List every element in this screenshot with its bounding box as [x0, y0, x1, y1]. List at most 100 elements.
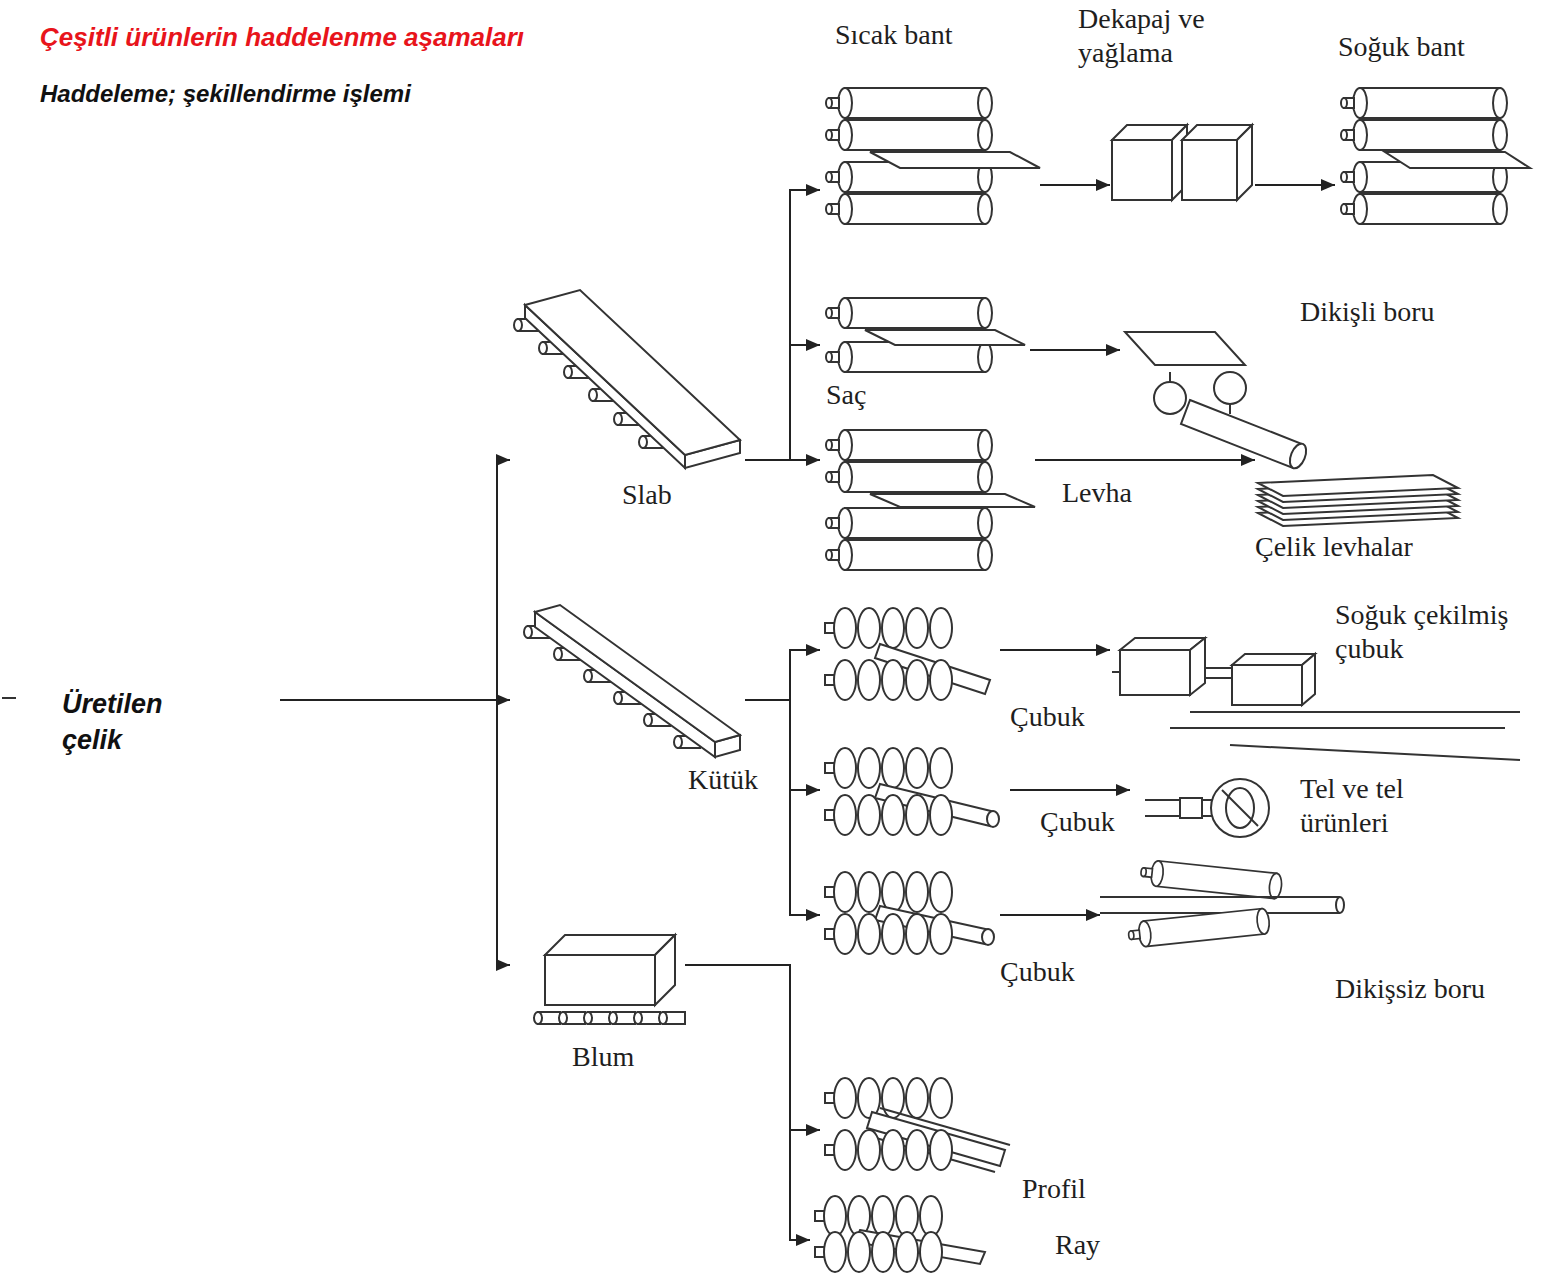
- source-text: Üretilen çelik: [55, 682, 280, 772]
- slab-picture: [514, 290, 740, 468]
- arrow-head: [806, 184, 820, 196]
- stage-label: Saç: [826, 378, 866, 412]
- connector-line: [1010, 789, 1130, 791]
- mill-stage: Sıcak bant: [820, 85, 1040, 230]
- arrow-head: [806, 454, 820, 466]
- arrow-head: [1106, 344, 1120, 356]
- cold-drawing-bench: [1112, 638, 1520, 760]
- arrow-head: [1116, 784, 1130, 796]
- section-mill: [825, 1078, 1010, 1172]
- stage-label: Çubuk: [1000, 955, 1075, 989]
- flow-connector: [280, 454, 510, 700]
- flow-connector: [745, 454, 820, 466]
- stage-label: Çelik levhalar: [1255, 530, 1413, 564]
- welded-pipe-forming: [1125, 332, 1309, 471]
- connector-line: [745, 190, 820, 460]
- arrow-head: [1096, 179, 1110, 191]
- connector-line: [745, 650, 820, 700]
- flow-connector: [1010, 784, 1130, 796]
- cold-strip-mill: [1341, 88, 1530, 224]
- flow-connector: [1030, 344, 1120, 356]
- mill-stage: Levha: [820, 425, 1035, 575]
- stock-stage: Kütük: [510, 595, 745, 755]
- hot-strip-mill: [826, 88, 1040, 224]
- rail-mill: [815, 1196, 985, 1272]
- arrow-head: [1086, 909, 1100, 921]
- pickling-tanks: [1112, 125, 1252, 200]
- connector-line: [1000, 914, 1100, 916]
- flow-connector: [745, 700, 820, 921]
- stage-label: Soğuk bant: [1338, 30, 1465, 64]
- flow-connector: [745, 644, 820, 700]
- flow-connector: [745, 339, 820, 460]
- flow-connector: [1000, 909, 1100, 921]
- mill-stage: Çubuk: [820, 875, 1000, 955]
- stage-label: Çubuk: [1040, 805, 1115, 839]
- connector-line: [1000, 649, 1110, 651]
- flow-connector: [1035, 454, 1255, 466]
- process-stage: Dekapaj ve yağlama: [1110, 120, 1255, 205]
- flow-connector: [1000, 644, 1110, 656]
- seamless-pipe-mill: [1100, 859, 1344, 948]
- stage-label: Levha: [1062, 476, 1132, 510]
- billet-picture: [524, 605, 740, 757]
- subtitle-note: Haddeleme; şekillendirme işlemi: [40, 80, 411, 108]
- stage-label: Çubuk: [1010, 700, 1085, 734]
- arrow-head: [806, 339, 820, 351]
- stage-label: Sıcak bant: [835, 18, 952, 52]
- product-stage: Tel ve tel ürünleri: [1130, 770, 1290, 845]
- mill-stage: Soğuk bant: [1335, 85, 1520, 230]
- diagram-title: Çeşitli ürünlerin haddelenme aşamaları: [40, 22, 524, 53]
- stage-label: Soğuk çekilmiş çubuk: [1335, 598, 1535, 666]
- flow-connector: [280, 700, 510, 971]
- stage-label: Slab: [622, 478, 672, 512]
- mill-stage: Çubuk: [820, 605, 1000, 705]
- product-stage: Dikişsiz boru: [1100, 855, 1340, 955]
- stock-stage: Blum: [510, 925, 685, 1035]
- arrow-head: [806, 784, 820, 796]
- arrow-head: [1096, 644, 1110, 656]
- stage-label: Dikişli boru: [1300, 295, 1435, 329]
- connector-line: [1035, 459, 1255, 461]
- arrow-head: [1321, 179, 1335, 191]
- arrow-head: [806, 909, 820, 921]
- stock-stage: Slab: [510, 285, 745, 470]
- sheet-mill: [826, 298, 1025, 372]
- product-stage: Profil: [820, 1075, 1020, 1175]
- connector-line: [685, 965, 810, 1240]
- connector-line: [745, 700, 820, 915]
- product-stage: Ray: [810, 1195, 990, 1270]
- plate-stack: [1258, 475, 1458, 526]
- round-bar-mill: [825, 872, 994, 954]
- stage-label: Tel ve tel ürünleri: [1300, 772, 1450, 840]
- mill-stage: Saç: [820, 295, 1030, 375]
- arrow-head: [1241, 454, 1255, 466]
- arrow-head: [496, 694, 510, 706]
- product-stage: Dikişli boru: [1120, 325, 1320, 475]
- stage-label: Dekapaj ve yağlama: [1078, 2, 1253, 70]
- connector-line: [280, 700, 510, 965]
- flow-connector: [1040, 179, 1110, 191]
- rod-mill: [825, 748, 999, 835]
- connector-line: [685, 965, 820, 1130]
- arrow-head: [806, 644, 820, 656]
- connector-line: [745, 345, 820, 460]
- plate-mill: [826, 430, 1035, 570]
- product-stage: Soğuk çekilmiş çubuk: [1110, 615, 1410, 765]
- stage-label: Ray: [1055, 1228, 1100, 1262]
- flow-connector: [685, 965, 810, 1246]
- connector-line: [280, 460, 510, 700]
- wire-coil: [1145, 779, 1269, 837]
- stage-label: Blum: [572, 1040, 634, 1074]
- bloom-picture: [534, 935, 685, 1024]
- stage-label: Profil: [1022, 1172, 1086, 1206]
- mill-stage: Çubuk: [820, 745, 1010, 835]
- product-stage: Çelik levhalar: [1255, 465, 1465, 530]
- stage-label: Dikişsiz boru: [1335, 972, 1485, 1006]
- stage-label: Kütük: [688, 763, 758, 797]
- arrow-head: [796, 1234, 810, 1246]
- flow-connector: [685, 965, 820, 1136]
